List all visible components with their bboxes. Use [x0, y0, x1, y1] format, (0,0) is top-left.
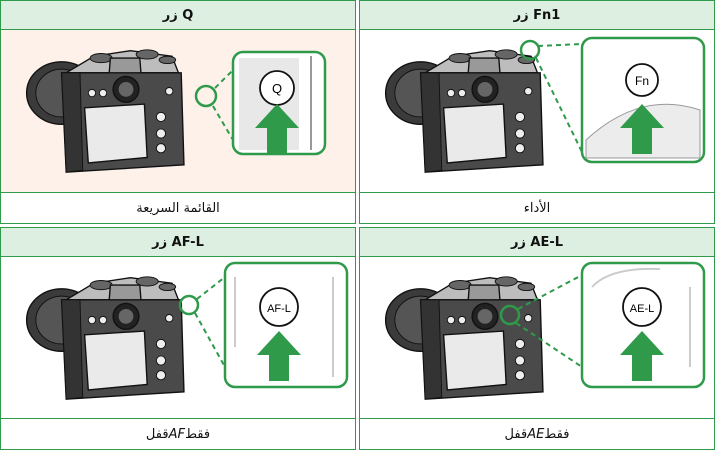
ael-button-icon: AE-L: [630, 303, 654, 315]
camera-illustration: Fn: [360, 30, 714, 192]
fn-button-icon: Fn: [635, 74, 649, 88]
panel-ael-button: زر AE-L AE-L قفل AE فقط: [359, 227, 715, 450]
camera-illustration: AF-L: [1, 257, 355, 418]
panel-title: زر AE-L: [360, 228, 714, 257]
panel-caption: قفل AE فقط: [360, 418, 714, 449]
panel-q-button: زر Q Q القائمة السريعة: [0, 0, 356, 224]
q-button-icon: Q: [272, 81, 282, 96]
panel-afl-button: زر AF-L AF-L قفل AF فقط: [0, 227, 356, 450]
afl-button-icon: AF-L: [267, 303, 291, 315]
panel-caption: قفل AF فقط: [1, 418, 355, 449]
panel-fn1-button: زر Fn1 Fn الأداء: [359, 0, 715, 224]
panel-title: زر Q: [1, 1, 355, 30]
camera-illustration: AE-L: [360, 257, 714, 418]
panel-caption: القائمة السريعة: [1, 192, 355, 223]
panel-title: زر AF-L: [1, 228, 355, 257]
camera-illustration: Q: [1, 30, 355, 192]
panel-caption: الأداء: [360, 192, 714, 223]
panel-title: زر Fn1: [360, 1, 714, 30]
